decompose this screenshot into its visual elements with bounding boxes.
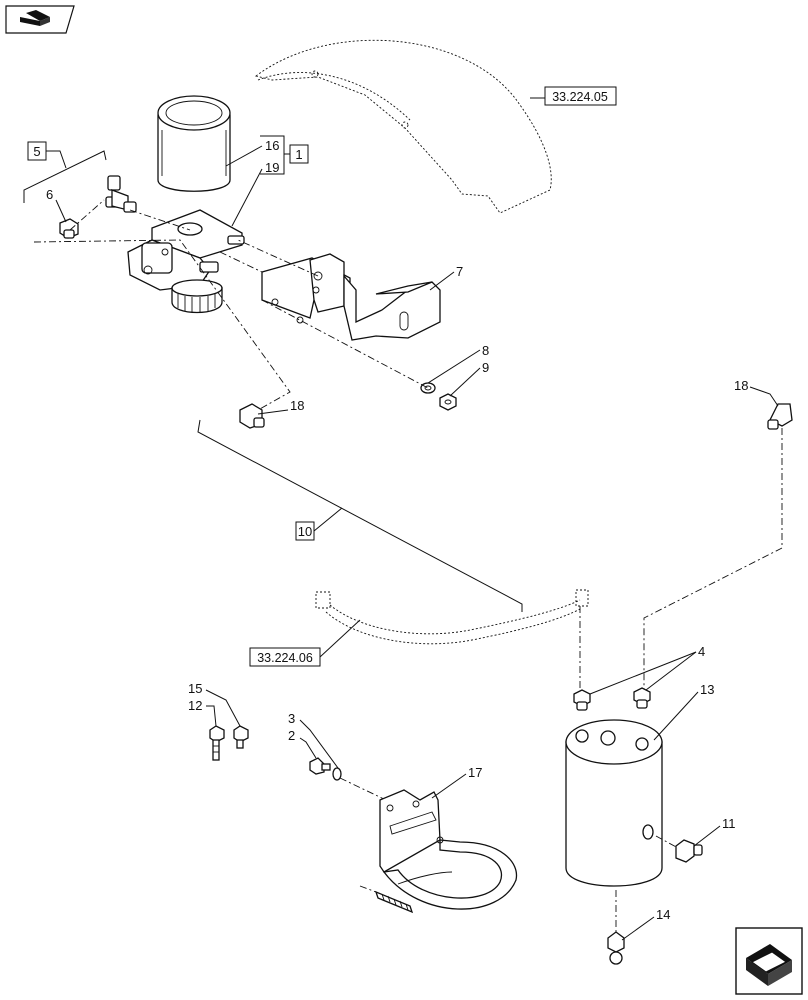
bolt-15 bbox=[233, 725, 249, 749]
page-forward-icon bbox=[746, 944, 792, 986]
tank-bracket-17 bbox=[374, 789, 518, 914]
callout-10[interactable]: 10 bbox=[298, 524, 312, 539]
washer-3 bbox=[332, 767, 342, 781]
dryer-cartridge bbox=[157, 95, 231, 192]
callout-8[interactable]: 8 bbox=[482, 343, 489, 358]
callout-12[interactable]: 12 bbox=[188, 698, 202, 713]
callout-17[interactable]: 17 bbox=[468, 765, 482, 780]
elbow-fitting-right bbox=[767, 403, 793, 430]
callout-18-right[interactable]: 18 bbox=[734, 378, 748, 393]
drain-valve-14 bbox=[607, 931, 625, 965]
mounting-bracket-7 bbox=[261, 253, 441, 341]
callout-9[interactable]: 9 bbox=[482, 360, 489, 375]
bolt-12 bbox=[209, 725, 225, 761]
callout-3[interactable]: 3 bbox=[288, 711, 295, 726]
plug-11 bbox=[675, 839, 703, 863]
callout-18-left[interactable]: 18 bbox=[290, 398, 304, 413]
plug-4-right bbox=[633, 687, 651, 709]
next-page-button[interactable] bbox=[735, 927, 803, 995]
nut-9 bbox=[439, 393, 457, 411]
bolt-2 bbox=[309, 757, 331, 775]
callout-19[interactable]: 19 bbox=[265, 160, 279, 175]
callout-5[interactable]: 5 bbox=[33, 144, 40, 159]
fitting-6 bbox=[59, 218, 79, 239]
tee-fitting bbox=[105, 175, 137, 213]
elbow-fitting-left bbox=[239, 403, 265, 429]
callout-6[interactable]: 6 bbox=[46, 187, 53, 202]
reference-label-lower[interactable]: 33.224.06 bbox=[257, 651, 313, 665]
back-button[interactable] bbox=[5, 5, 75, 34]
callout-2[interactable]: 2 bbox=[288, 728, 295, 743]
air-dryer-valve bbox=[127, 209, 245, 314]
callout-16[interactable]: 16 bbox=[265, 138, 279, 153]
fender-reference-part bbox=[254, 39, 552, 214]
callout-14[interactable]: 14 bbox=[656, 907, 670, 922]
reference-label-upper[interactable]: 33.224.05 bbox=[552, 90, 608, 104]
callout-15[interactable]: 15 bbox=[188, 681, 202, 696]
hose-reference-part bbox=[315, 589, 589, 645]
air-tank-13 bbox=[565, 719, 663, 887]
washer-8 bbox=[420, 382, 436, 394]
plug-4-left bbox=[573, 689, 591, 711]
callout-7[interactable]: 7 bbox=[456, 264, 463, 279]
callout-13[interactable]: 13 bbox=[700, 682, 714, 697]
callout-4[interactable]: 4 bbox=[698, 644, 705, 659]
reference-box-upper[interactable] bbox=[544, 86, 617, 106]
callout-1[interactable]: 1 bbox=[295, 147, 302, 162]
air-line-10 bbox=[257, 422, 773, 528]
callout-11[interactable]: 11 bbox=[722, 816, 736, 831]
book-back-icon bbox=[20, 10, 50, 26]
